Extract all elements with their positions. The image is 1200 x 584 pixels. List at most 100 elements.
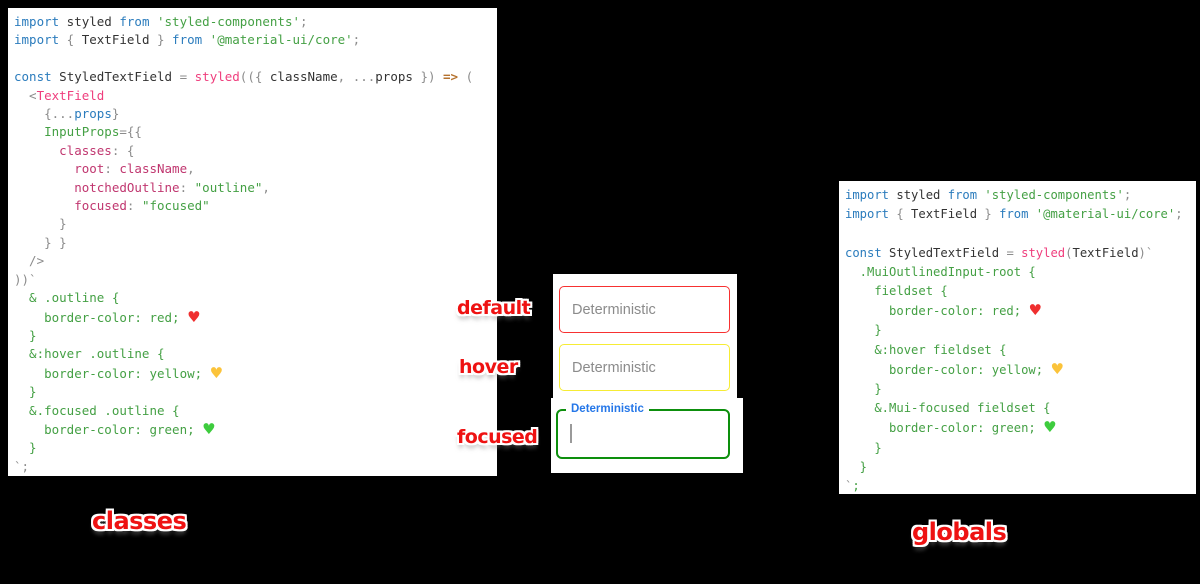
code-token: <	[14, 87, 37, 103]
code-token: (({	[239, 69, 270, 85]
code-token: '@material-ui/core'	[202, 32, 353, 48]
code-token: }	[14, 216, 67, 232]
code-token: .MuiOutlinedInput-root {	[845, 264, 1036, 279]
code-token: {	[59, 32, 82, 48]
code-line	[845, 224, 1196, 243]
code-line: import { TextField } from '@material-ui/…	[845, 205, 1196, 224]
code-token: :	[104, 161, 120, 177]
textfield-focused-label-text: Deterministic	[571, 403, 644, 415]
code-token: }	[14, 384, 37, 400]
approach-label-globals: globals	[912, 518, 1007, 546]
code-token: styled	[889, 188, 948, 202]
code-token: &.focused .outline {	[14, 402, 180, 418]
code-token: `;	[14, 458, 30, 474]
code-token: , ...	[337, 69, 376, 85]
code-token: 'styled-components'	[149, 14, 300, 29]
code-token: const	[14, 69, 52, 85]
code-token: />	[14, 253, 45, 269]
textfield-hover[interactable]	[559, 344, 730, 391]
code-token: &:hover fieldset {	[845, 342, 1007, 357]
code-token: (	[1065, 245, 1073, 260]
code-token: }	[14, 440, 37, 456]
code-token: ,	[187, 161, 195, 177]
code-token: from	[999, 207, 1029, 222]
code-line: `;	[845, 477, 1196, 496]
code-token: =	[179, 69, 195, 85]
code-token: 'styled-components'	[977, 188, 1124, 202]
code-token: '@material-ui/core'	[1028, 207, 1176, 222]
code-token: ;	[352, 32, 361, 48]
code-line: border-color: red; ♥	[14, 308, 497, 327]
code-token: })	[412, 69, 444, 85]
code-token: styled	[59, 14, 120, 29]
code-token: {	[889, 207, 912, 222]
code-line: & .outline {	[14, 289, 497, 307]
code-token: className	[269, 69, 338, 85]
code-token: StyledTextField	[51, 69, 180, 85]
code-token: } }	[14, 234, 67, 250]
code-token: "focused"	[141, 198, 210, 214]
code-token: from	[119, 14, 150, 29]
code-line: }	[14, 439, 497, 457]
code-line: import styled from 'styled-components';	[845, 186, 1196, 205]
code-token: props	[74, 106, 112, 122]
code-token: notchedOutline	[14, 179, 180, 195]
code-token: ;	[1175, 207, 1183, 222]
code-line: InputProps={{	[14, 123, 497, 141]
code-token: border-color: yellow;	[845, 362, 1051, 377]
right-code-block-globals-approach: import styled from 'styled-components';i…	[839, 181, 1196, 494]
code-token: ,	[262, 179, 270, 195]
state-label-default: default	[457, 297, 531, 319]
left-code-block-classes-approach: import styled from 'styled-components';i…	[8, 8, 497, 476]
code-line: ))`	[14, 271, 497, 289]
code-token: `	[845, 479, 853, 494]
code-token: )`	[1138, 245, 1154, 260]
code-token: styled	[194, 69, 240, 85]
code-line: {...props}	[14, 105, 497, 123]
heart-icon: ♥	[202, 419, 216, 438]
code-token: }	[111, 106, 120, 122]
approach-label-classes: classes	[92, 507, 187, 535]
textfield-focused-label: Deterministic	[566, 403, 649, 416]
code-token: import	[845, 188, 890, 202]
code-line: border-color: green; ♥	[845, 418, 1196, 438]
code-line: classes: {	[14, 142, 497, 160]
code-line: />	[14, 252, 497, 270]
code-line: notchedOutline: "outline",	[14, 179, 497, 197]
code-token: }	[845, 382, 882, 397]
heart-icon: ♥	[1028, 301, 1042, 320]
code-line: border-color: yellow; ♥	[845, 360, 1196, 380]
code-token: classes	[14, 142, 112, 158]
code-token: }	[845, 323, 882, 338]
code-token: ={{	[119, 124, 142, 140]
code-token: &:hover .outline {	[14, 346, 165, 362]
code-line: &.focused .outline {	[14, 402, 497, 420]
code-line: import { TextField } from '@material-ui/…	[14, 31, 497, 49]
textfield-default[interactable]	[559, 286, 730, 333]
code-line: &.Mui-focused fieldset {	[845, 399, 1196, 418]
code-line: border-color: red; ♥	[845, 301, 1196, 321]
code-token: ;	[1123, 188, 1132, 202]
code-line: border-color: green; ♥	[14, 420, 497, 439]
code-token: className	[119, 161, 188, 177]
code-line: border-color: yellow; ♥	[14, 364, 497, 383]
code-token: TextField	[911, 207, 978, 222]
code-token: }	[845, 459, 868, 474]
text-caret	[570, 424, 572, 443]
code-token: from	[947, 188, 978, 202]
code-line: }	[14, 327, 497, 345]
code-line: .MuiOutlinedInput-root {	[845, 263, 1196, 282]
code-token: border-color: green;	[14, 421, 203, 437]
code-token: TextField	[81, 32, 150, 48]
code-token: }	[977, 207, 1000, 222]
textfield-focused[interactable]: Deterministic	[556, 403, 730, 459]
code-token: :	[179, 179, 195, 195]
code-token: =>	[443, 69, 459, 85]
code-token: StyledTextField	[881, 245, 1007, 260]
state-label-hover: hover	[459, 356, 518, 378]
code-token: "outline"	[194, 179, 263, 195]
code-line: fieldset {	[845, 282, 1196, 301]
code-token: ;	[852, 479, 860, 494]
code-token: }	[845, 440, 882, 455]
